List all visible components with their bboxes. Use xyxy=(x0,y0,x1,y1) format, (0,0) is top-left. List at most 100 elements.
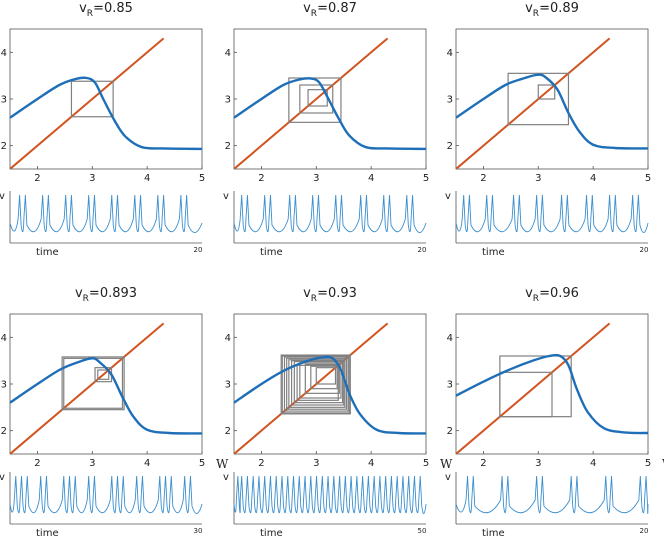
trace-x-max: 20 xyxy=(640,527,649,535)
cobweb-orbit xyxy=(288,77,342,123)
trace-x-max: 30 xyxy=(194,527,203,535)
cobweb-orbit xyxy=(304,363,340,394)
title-value: =0.96 xyxy=(539,286,579,301)
title-main: v xyxy=(75,286,83,301)
cobweb-orbit xyxy=(499,371,553,418)
x-tick-label: 5 xyxy=(423,173,429,184)
plot-area xyxy=(234,37,426,169)
trace-x-label: time xyxy=(482,247,505,258)
title-value: =0.85 xyxy=(93,1,133,16)
x-tick-label: 4 xyxy=(590,458,596,469)
title-value: =0.87 xyxy=(317,1,357,16)
cobweb-orbit xyxy=(315,367,337,385)
title-subscript: R xyxy=(87,9,93,19)
panel-title: vR=0.85 xyxy=(79,1,133,19)
map-curve xyxy=(234,77,426,151)
y-tick-label: 2 xyxy=(225,141,231,152)
x-tick-label: 4 xyxy=(590,173,596,184)
x-axis-label: W xyxy=(440,457,453,471)
cobweb-orbit xyxy=(281,355,350,414)
cobweb-orbit xyxy=(280,354,351,415)
y-tick-label: 3 xyxy=(1,380,7,391)
x-tick-label: 2 xyxy=(480,173,486,184)
y-tick-label: 2 xyxy=(447,141,453,152)
x-tick-label: 5 xyxy=(645,173,651,184)
x-tick-label: 3 xyxy=(89,173,95,184)
cobweb-orbit xyxy=(283,356,349,412)
y-tick-label: 4 xyxy=(225,333,231,344)
voltage-trace xyxy=(233,475,427,514)
title-main: v xyxy=(525,286,533,301)
trace-x-label: time xyxy=(482,528,505,539)
title-value: =0.89 xyxy=(539,1,579,16)
map-curve xyxy=(456,353,648,435)
cobweb-orbit xyxy=(97,369,110,380)
panel-title: vR=0.89 xyxy=(525,1,579,19)
trace-y-label: v xyxy=(445,191,451,202)
trace-x-max: 20 xyxy=(640,246,649,254)
x-tick-label: 3 xyxy=(313,173,319,184)
y-tick-label: 4 xyxy=(225,48,231,59)
title-main: v xyxy=(79,1,87,16)
voltage-trace xyxy=(233,194,427,233)
trace-y-label: v xyxy=(223,191,229,202)
trace-panel: v time 20 xyxy=(445,191,648,258)
trace-y-label: v xyxy=(445,472,451,483)
cobweb-orbit xyxy=(310,365,338,390)
map-curve xyxy=(10,357,202,435)
x-tick-label: 4 xyxy=(368,173,374,184)
trace-x-max: 50 xyxy=(418,527,427,535)
y-tick-label: 4 xyxy=(1,48,7,59)
identity-line xyxy=(456,37,611,169)
cobweb-orbit xyxy=(61,356,125,411)
plot-area xyxy=(10,37,202,169)
x-tick-label: 5 xyxy=(199,173,205,184)
map-curve xyxy=(234,355,426,435)
x-axis-label: W xyxy=(216,457,229,471)
trace-panel: v time 20 xyxy=(445,472,648,539)
title-main: v xyxy=(525,1,533,16)
x-tick-label: 4 xyxy=(368,458,374,469)
x-tick-label: 2 xyxy=(258,458,264,469)
y-tick-label: 3 xyxy=(225,380,231,391)
x-tick-label: 5 xyxy=(423,458,429,469)
map-curve xyxy=(10,76,202,151)
trace-x-label: time xyxy=(260,528,283,539)
title-subscript: R xyxy=(311,9,317,19)
cobweb-orbit xyxy=(293,361,344,404)
trace-x-max: 20 xyxy=(194,246,203,254)
title-value: =0.893 xyxy=(89,286,137,301)
panel-title: vR=0.93 xyxy=(303,286,357,304)
plot-area xyxy=(456,322,648,454)
y-tick-label: 4 xyxy=(447,48,453,59)
x-tick-label: 5 xyxy=(645,458,651,469)
x-tick-label: 4 xyxy=(144,458,150,469)
y-tick-label: 3 xyxy=(447,95,453,106)
identity-line xyxy=(234,37,389,169)
identity-line xyxy=(10,37,165,169)
x-tick-label: 2 xyxy=(34,173,40,184)
x-axis-label: W xyxy=(662,457,664,471)
x-tick-label: 4 xyxy=(144,173,150,184)
voltage-trace xyxy=(455,194,649,233)
identity-line xyxy=(10,322,165,454)
title-subscript: R xyxy=(533,294,539,304)
x-tick-label: 3 xyxy=(313,458,319,469)
y-tick-label: 3 xyxy=(447,380,453,391)
cobweb-orbit xyxy=(299,84,334,114)
x-tick-label: 3 xyxy=(89,458,95,469)
panel-title: vR=0.87 xyxy=(303,1,357,19)
cobweb-orbit xyxy=(507,72,570,126)
title-subscript: R xyxy=(533,9,539,19)
plot-area xyxy=(234,322,426,454)
voltage-trace xyxy=(455,475,649,514)
title-value: =0.93 xyxy=(317,286,357,301)
x-tick-label: 2 xyxy=(258,173,264,184)
